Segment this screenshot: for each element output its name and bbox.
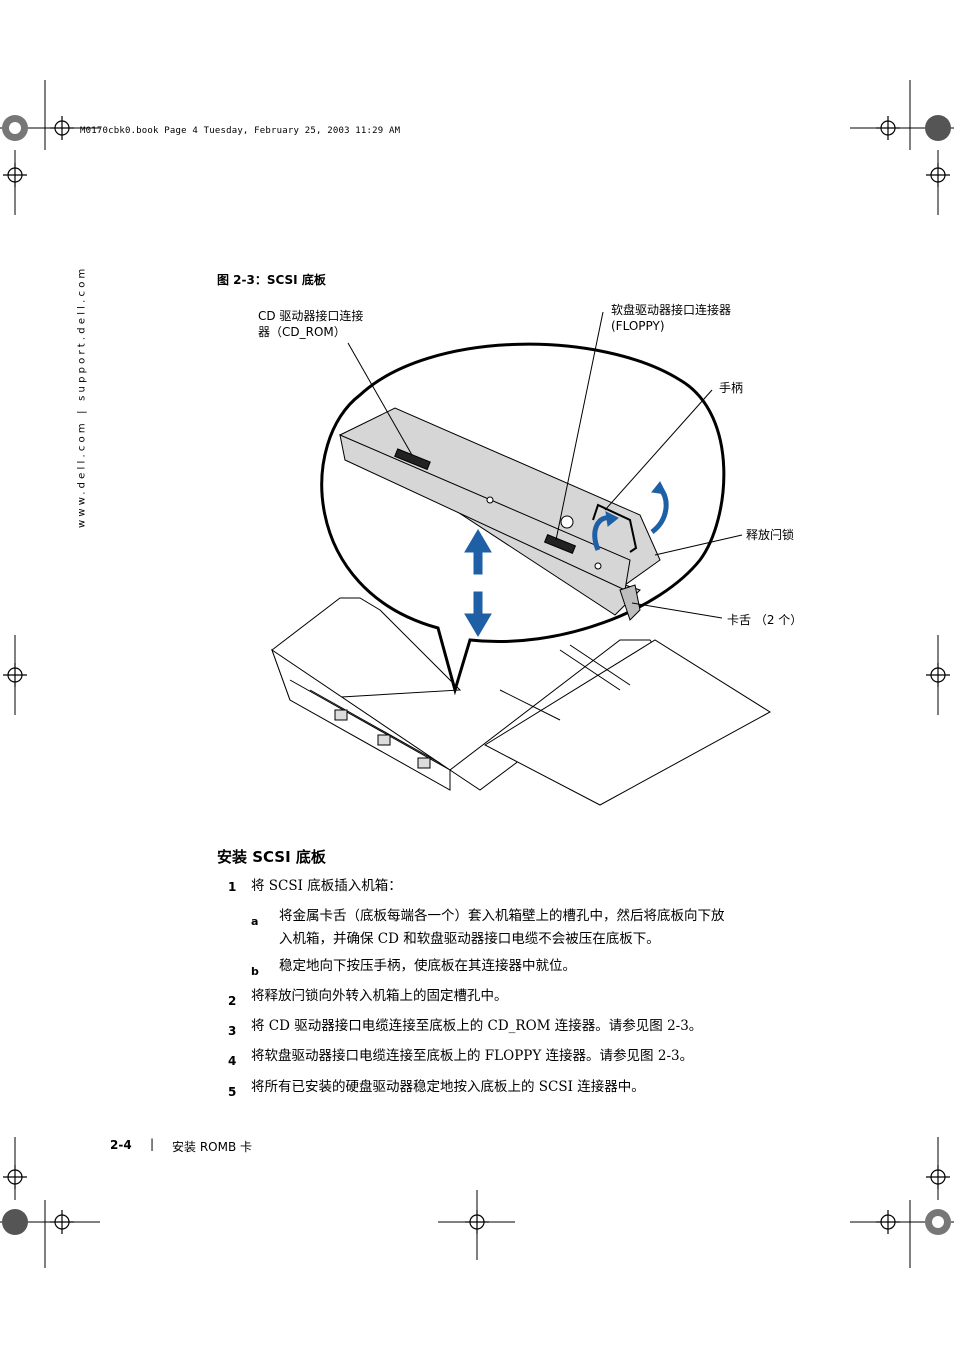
callout-floppy-connector: 软盘驱动器接口连接器 (FLOPPY) bbox=[611, 302, 731, 334]
callout-tabs: 卡舌 （2 个） bbox=[727, 613, 803, 627]
substep-b-line1: 稳定地向下按压手柄，使底板在其连接器中就位。 bbox=[279, 958, 576, 974]
substep-letter: b bbox=[251, 965, 259, 978]
scsi-backplane-illustration bbox=[271, 311, 771, 806]
substep-a-line2: 入机箱，并确保 CD 和软盘驱动器接口电缆不会被压在底板下。 bbox=[279, 931, 660, 947]
step-1-text: 将 SCSI 底板插入机箱： bbox=[251, 878, 402, 894]
callout-cd-line2: 器（CD_ROM） bbox=[258, 325, 346, 339]
step-number: 2 bbox=[228, 994, 237, 1008]
step-2-text: 将释放闩锁向外转入机箱上的固定槽孔中。 bbox=[251, 988, 508, 1004]
footer-separator: | bbox=[150, 1137, 155, 1151]
step-number: 1 bbox=[228, 880, 237, 894]
step-3: 3 bbox=[228, 1020, 236, 1039]
footer-chapter-title: 安装 ROMB 卡 bbox=[172, 1140, 252, 1154]
step-4-text: 将软盘驱动器接口电缆连接至底板上的 FLOPPY 连接器。请参见图 2-3。 bbox=[251, 1048, 694, 1064]
step-3-text: 将 CD 驱动器接口电缆连接至底板上的 CD_ROM 连接器。请参见图 2-3。 bbox=[251, 1018, 703, 1034]
blue-arrows bbox=[464, 481, 669, 637]
figure-caption: 图 2-3：SCSI 底板 bbox=[217, 273, 326, 287]
step-2: 2 bbox=[228, 990, 236, 1009]
callout-release-latch: 释放闩锁 bbox=[746, 528, 795, 542]
chassis bbox=[271, 597, 771, 806]
step-5-text: 将所有已安装的硬盘驱动器稳定地按入底板上的 SCSI 连接器中。 bbox=[251, 1079, 645, 1095]
substep-a: a bbox=[251, 910, 258, 929]
footer-page-number: 2-4 bbox=[110, 1138, 132, 1152]
callout-floppy-line1: 软盘驱动器接口连接器 bbox=[611, 303, 732, 317]
substep-b: b bbox=[251, 960, 259, 979]
step-1: 1 bbox=[228, 876, 236, 895]
step-number: 5 bbox=[228, 1085, 237, 1099]
section-heading: 安装 SCSI 底板 bbox=[217, 848, 326, 866]
substep-a-line1: 将金属卡舌（底板每端各一个）套入机箱壁上的槽孔中，然后将底板向下放 bbox=[279, 908, 725, 924]
callout-handle: 手柄 bbox=[719, 381, 744, 395]
step-5: 5 bbox=[228, 1081, 236, 1100]
callout-cd-line1: CD 驱动器接口连接 bbox=[258, 309, 364, 323]
substep-letter: a bbox=[251, 915, 259, 928]
step-number: 4 bbox=[228, 1054, 237, 1068]
side-url: www.dell.com | support.dell.com bbox=[76, 265, 88, 529]
callout-floppy-line2: (FLOPPY) bbox=[611, 319, 665, 333]
step-4: 4 bbox=[228, 1050, 236, 1069]
backplane bbox=[338, 407, 661, 621]
step-number: 3 bbox=[228, 1024, 237, 1038]
callout-cd-rom-connector: CD 驱动器接口连接 器（CD_ROM） bbox=[258, 308, 363, 340]
header-line: M0170cbk0.book Page 4 Tuesday, February … bbox=[80, 126, 401, 136]
